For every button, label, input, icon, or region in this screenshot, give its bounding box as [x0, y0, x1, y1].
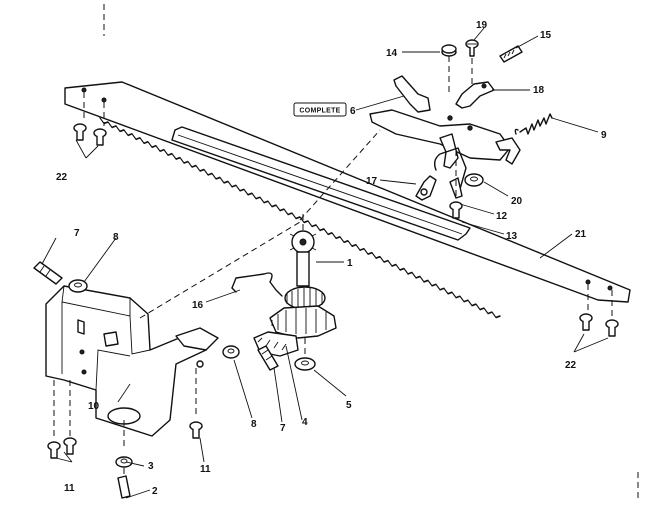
callout-4: 4 — [302, 417, 308, 428]
callout-17: 17 — [366, 176, 378, 187]
callout-15: 15 — [540, 30, 552, 41]
complete-tag: COMPLETE — [293, 102, 347, 117]
washer-5 — [294, 338, 316, 371]
rack-hole-right-1 — [585, 279, 591, 285]
callout-12: 12 — [496, 211, 508, 222]
rack-hole-right-2 — [607, 285, 613, 291]
rack-hole-left-1 — [81, 87, 87, 93]
screw-22-right-a — [579, 284, 593, 331]
callout-18: 18 — [533, 85, 545, 96]
rack-hole-left-2 — [101, 97, 107, 103]
complete-tag-text: COMPLETE — [299, 108, 340, 115]
callout-20: 20 — [511, 196, 523, 207]
callout-11-right: 11 — [200, 464, 211, 475]
nut-3 — [115, 456, 133, 468]
link-17 — [415, 175, 437, 201]
spring-9 — [514, 113, 553, 135]
screw-22-right-b — [605, 290, 619, 337]
screw-22-left-b — [93, 102, 107, 146]
spring-15 — [499, 45, 523, 63]
bracket-10 — [45, 285, 219, 450]
callout-11-left: 11 — [64, 483, 75, 494]
callout-9: 9 — [601, 130, 607, 141]
spring-arm-12 — [433, 147, 467, 199]
callout-19: 19 — [476, 20, 488, 31]
callout-13: 13 — [506, 231, 518, 242]
screw-19 — [465, 39, 479, 84]
callout-7-right: 7 — [280, 423, 286, 434]
lever-assembly-6 — [299, 75, 521, 221]
spring-clip-16 — [231, 272, 283, 297]
screw-11-right — [189, 368, 203, 439]
gear-assembly-1 — [269, 214, 337, 339]
pin-2 — [117, 468, 131, 499]
screw-22-left-a — [73, 92, 87, 141]
callout-8-left: 8 — [113, 232, 119, 243]
screw-11-left — [47, 380, 77, 459]
callout-3: 3 — [148, 461, 154, 472]
screw-13-head — [449, 150, 463, 219]
callout-6: 6 — [350, 106, 356, 117]
callout-14: 14 — [386, 48, 398, 59]
callout-5: 5 — [346, 400, 352, 411]
washer-8-left — [68, 279, 88, 293]
callout-labels: 1 2 3 4 5 6 7 7 8 8 9 10 11 11 12 13 14 … — [56, 20, 607, 497]
callout-22-right: 22 — [565, 360, 577, 371]
callout-22-left: 22 — [56, 172, 68, 183]
pin-7-right — [257, 345, 279, 371]
washer-14 — [441, 44, 457, 92]
washer-8-right — [222, 345, 240, 359]
pin-7-left — [33, 261, 63, 285]
callout-21: 21 — [575, 229, 587, 240]
slide-bar — [171, 126, 471, 241]
assembly-line-1 — [139, 221, 301, 319]
callout-8-right: 8 — [251, 419, 257, 430]
callout-2: 2 — [152, 486, 158, 497]
lever-18 — [455, 81, 495, 109]
callout-10: 10 — [88, 401, 100, 412]
washer-20 — [464, 173, 484, 187]
callout-16: 16 — [192, 300, 204, 311]
leader-lines — [41, 27, 609, 499]
callout-1: 1 — [347, 258, 353, 269]
callout-7-left: 7 — [74, 228, 80, 239]
